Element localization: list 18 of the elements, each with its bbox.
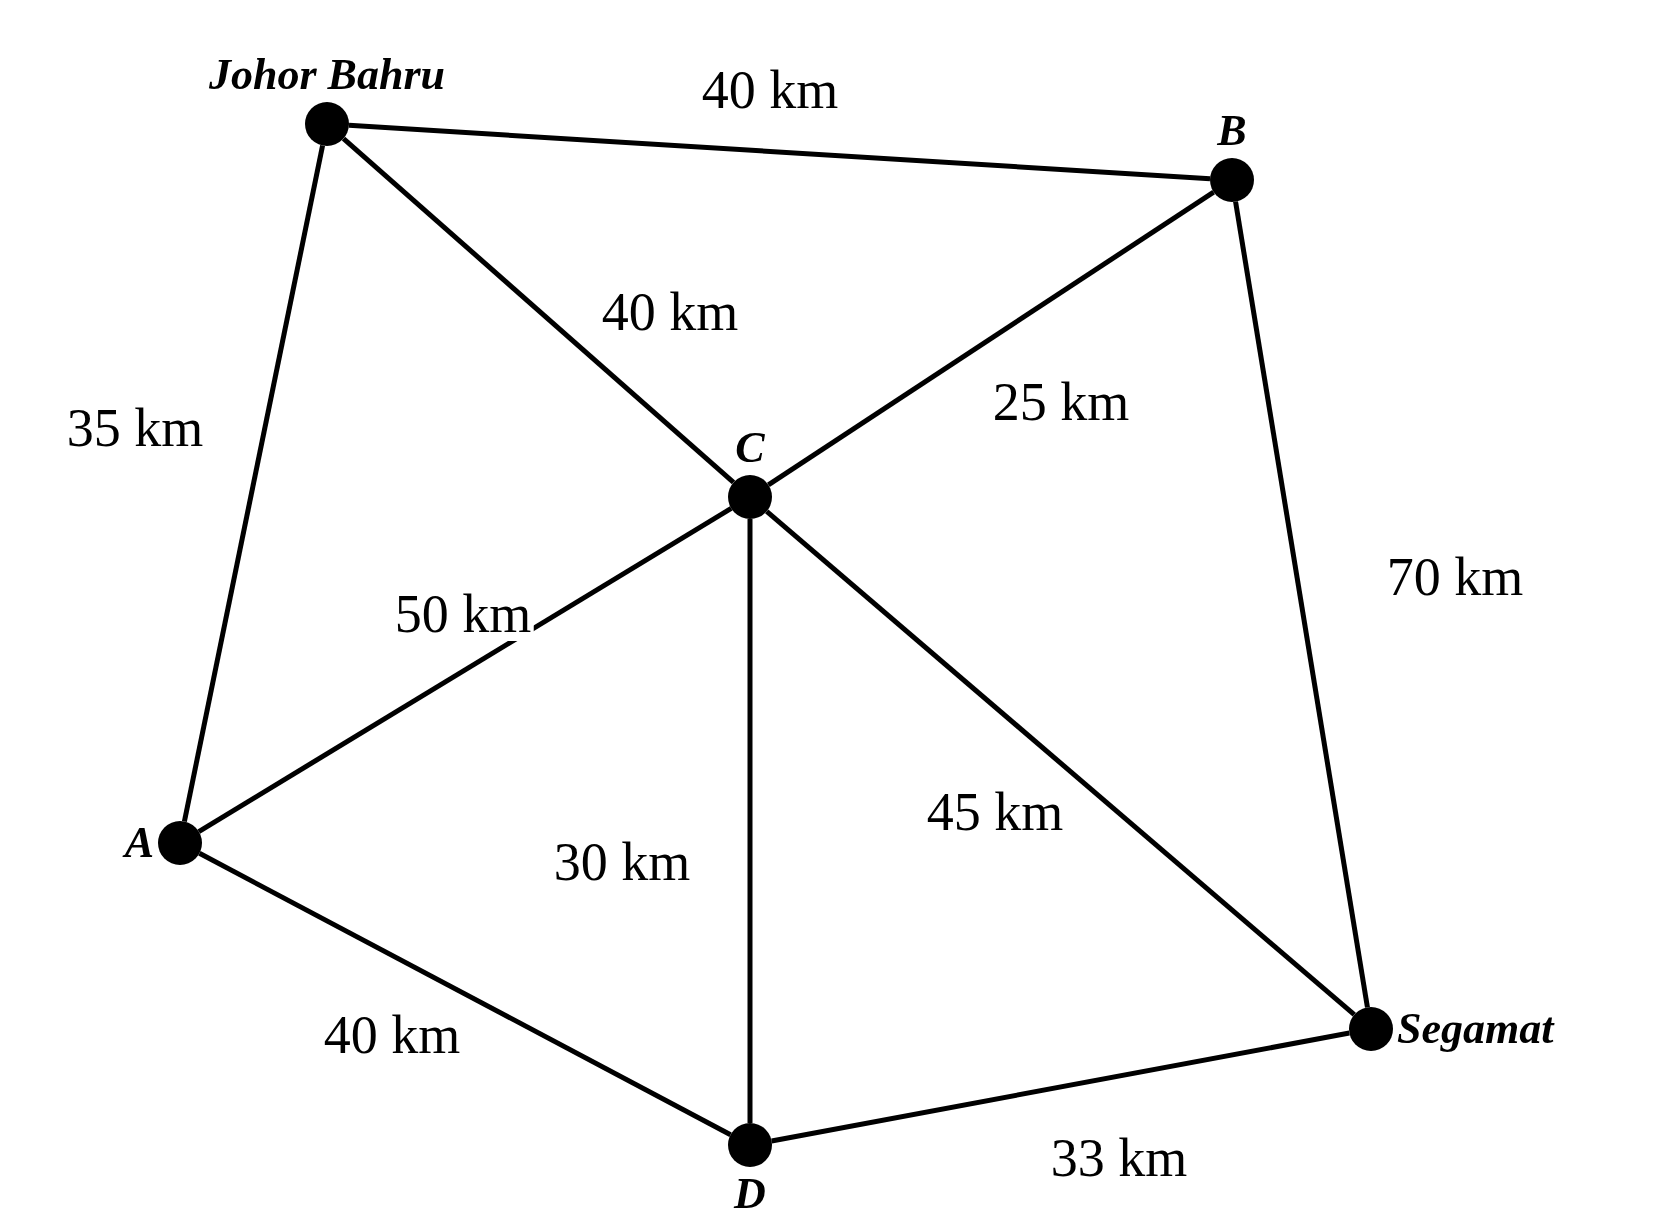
road-line	[341, 136, 736, 485]
road-line	[1233, 201, 1370, 1008]
town-name: A	[124, 819, 154, 867]
road-line	[771, 1030, 1350, 1144]
town-name: Johor Bahru	[209, 51, 445, 98]
road-line	[197, 506, 733, 834]
town-name: Segamat	[1397, 1005, 1554, 1053]
town-name: B	[1217, 107, 1247, 154]
road-line	[767, 190, 1215, 487]
road-line	[747, 519, 753, 1123]
town-name: D	[734, 1171, 766, 1218]
road-line	[348, 122, 1211, 182]
town-name: C	[735, 424, 765, 471]
town-node	[124, 819, 202, 867]
road-line	[198, 851, 732, 1137]
town-node	[1349, 1005, 1554, 1053]
road-line	[181, 145, 326, 822]
road-line	[765, 509, 1356, 1017]
